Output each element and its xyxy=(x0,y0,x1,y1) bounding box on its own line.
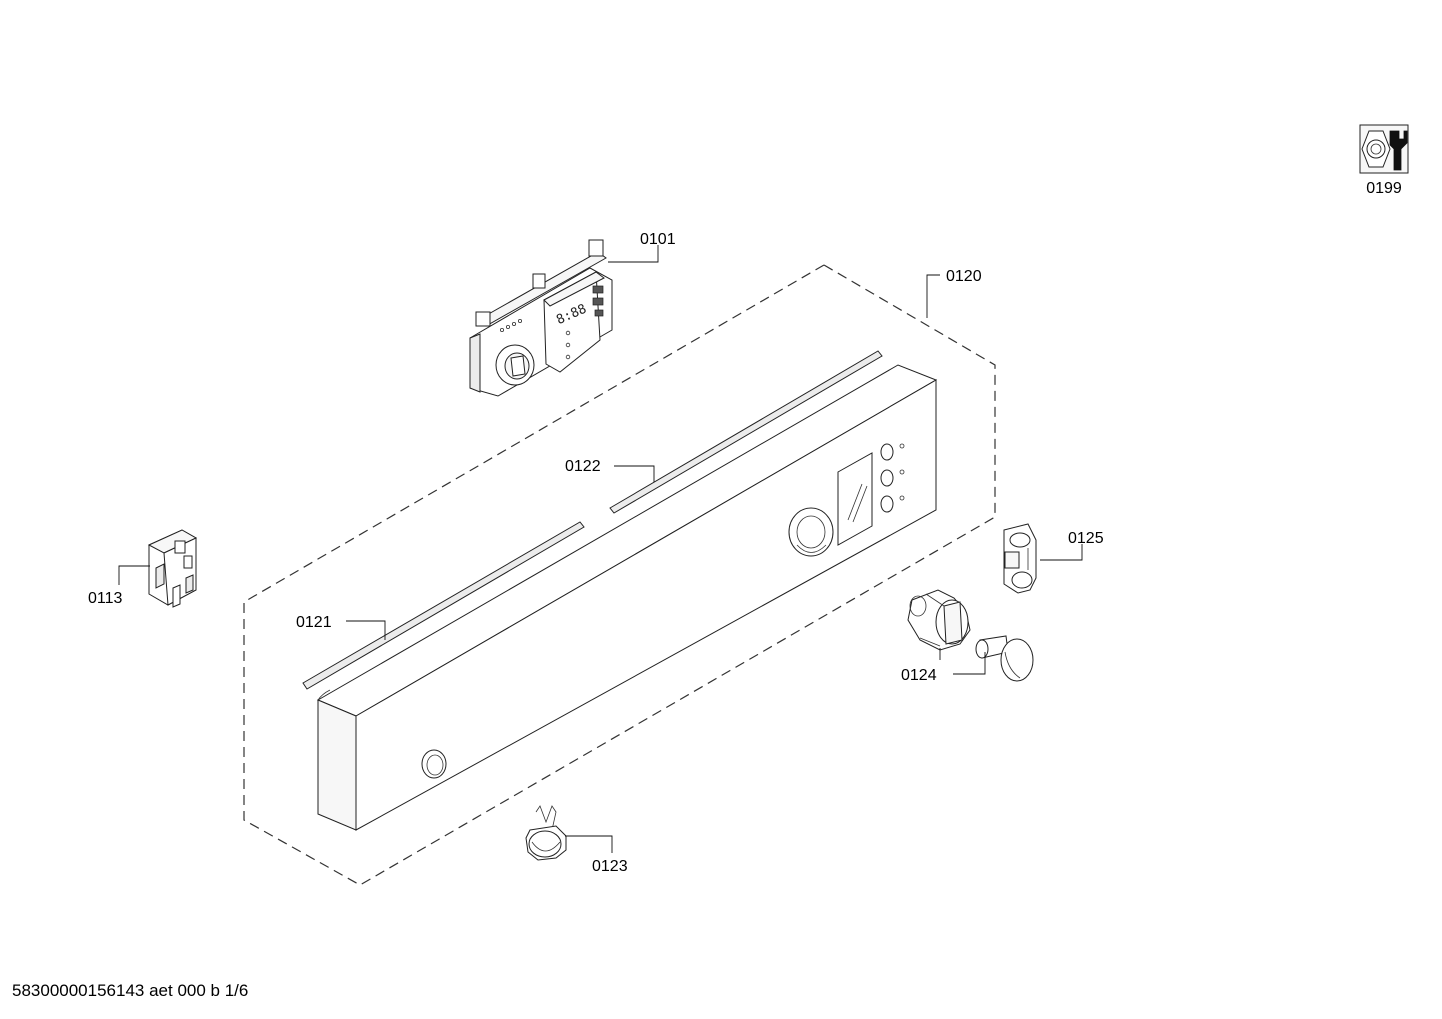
part-label-0113: 0113 xyxy=(88,590,123,607)
knob-0124 xyxy=(907,589,971,651)
clip-0125 xyxy=(1003,523,1037,594)
part-label-0199: 0199 xyxy=(1366,180,1402,197)
knob-0123 xyxy=(525,805,567,861)
part-label-0121: 0121 xyxy=(296,614,332,631)
push-button-0124 xyxy=(975,635,1034,682)
control-panel-fascia xyxy=(316,364,938,831)
electronic-module-0101: 8:88 xyxy=(469,239,613,397)
part-label-0124: 0124 xyxy=(901,667,937,684)
leader-0101 xyxy=(608,245,659,263)
leader-0125 xyxy=(1040,544,1083,561)
leader-0122 xyxy=(614,465,655,482)
leader-0120 xyxy=(926,274,940,318)
strip-0121 xyxy=(302,521,585,690)
document-footer: 58300000156143 aet 000 b 1/6 xyxy=(12,981,249,1000)
part-label-0123: 0123 xyxy=(592,858,628,875)
assembly-outline-0120 xyxy=(243,264,996,886)
leader-0124-b xyxy=(953,652,986,675)
leader-0123 xyxy=(565,835,613,853)
leader-0113 xyxy=(118,565,150,585)
part-label-0120: 0120 xyxy=(946,268,982,285)
hex-nut-wrench-icon xyxy=(1359,124,1409,174)
part-label-0125: 0125 xyxy=(1068,530,1104,547)
part-label-0122: 0122 xyxy=(565,458,601,475)
leader-0121 xyxy=(346,620,386,640)
part-label-0101: 0101 xyxy=(640,231,676,248)
strip-0122 xyxy=(609,350,883,514)
bracket-0113 xyxy=(147,529,198,608)
